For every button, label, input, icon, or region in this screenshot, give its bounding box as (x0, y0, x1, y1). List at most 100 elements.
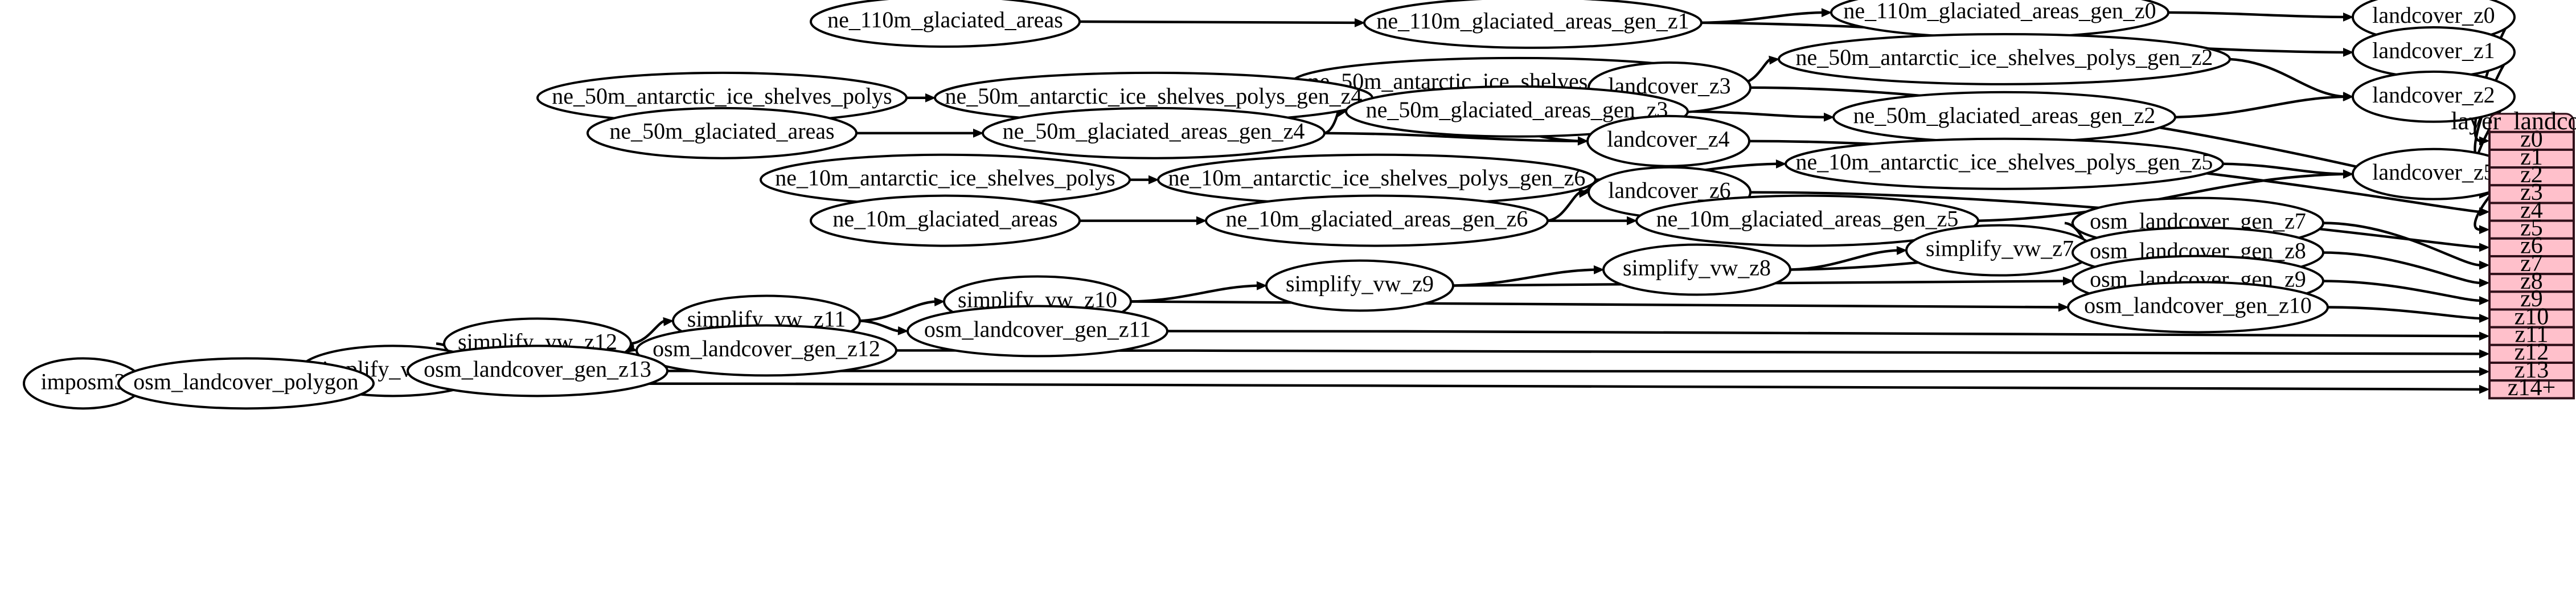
node-ellipse (1602, 243, 1791, 296)
graph-edge (2323, 222, 2481, 266)
graph-node-ne_10m_glaciated_areas_gen_z5[interactable]: ne_10m_glaciated_areas_gen_z5 (1635, 194, 1979, 247)
graph-node-simplify_vw_z9[interactable]: simplify_vw_z9 (1265, 259, 1454, 312)
edge-arrowhead (663, 317, 674, 326)
graph-node-ne_50m_glaciated_areas_gen_z2[interactable]: ne_50m_glaciated_areas_gen_z2 (1832, 91, 2176, 143)
node-ellipse (1635, 194, 1979, 247)
graph-node-osm_landcover_gen_z12[interactable]: osm_landcover_gen_z12 (635, 324, 897, 377)
graph-node-osm_landcover_polygon[interactable]: osm_landcover_polygon (117, 357, 375, 410)
table-row[interactable] (2488, 219, 2575, 240)
table-row[interactable] (2488, 202, 2575, 222)
node-ellipse (635, 324, 897, 377)
node-label: ne_50m_glaciated_areas_gen_z2 (1853, 102, 2156, 128)
table-row[interactable] (2488, 290, 2575, 311)
node-label: ne_50m_antarctic_ice_shelves_polys (552, 83, 892, 109)
graph-node-ne_50m_glaciated_areas_gen_z3[interactable]: ne_50m_glaciated_areas_gen_z3 (1345, 85, 1689, 138)
graph-node-landcover_z1[interactable]: landcover_z1 (2352, 26, 2516, 79)
graph-node-landcover_z5[interactable]: landcover_z5 (2352, 147, 2516, 200)
edge-arrowhead (2343, 47, 2354, 57)
graph-node-simplify_vw_z8[interactable]: simplify_vw_z8 (1602, 243, 1791, 296)
graph-edge (2229, 58, 2345, 99)
table-row[interactable] (2488, 148, 2575, 169)
node-label: landcover_z0 (2372, 2, 2495, 28)
graph-edge (1130, 284, 1259, 303)
table-row-label: z2 (2520, 162, 2543, 188)
graph-edge (1453, 268, 1596, 287)
node-ellipse (906, 305, 1168, 358)
edge-arrowhead (934, 297, 945, 306)
node-label: ne_50m_glaciated_areas_gen_z3 (1366, 97, 1668, 122)
node-ellipse (1586, 114, 1750, 167)
graph-node-ne_10m_antarctic_ice_shelves_polys[interactable]: ne_10m_antarctic_ice_shelves_polys (760, 153, 1131, 206)
graph-edge (859, 319, 900, 333)
graph-node-ne_50m_antarctic_ice_shelves_polys[interactable]: ne_50m_antarctic_ice_shelves_polys (536, 71, 908, 124)
graph-node-ne_10m_antarctic_ice_shelves_polys_gen_z6[interactable]: ne_10m_antarctic_ice_shelves_polys_gen_z… (1157, 153, 1597, 206)
graph-edge (373, 382, 2481, 391)
table-row[interactable] (2488, 343, 2575, 364)
graph-edge (859, 300, 937, 322)
table-row[interactable] (2488, 308, 2575, 329)
table-row-label: z14+ (2508, 375, 2556, 401)
graph-node-ne_50m_glaciated_areas_gen_z4[interactable]: ne_50m_glaciated_areas_gen_z4 (982, 106, 1326, 159)
node-ellipse (1778, 32, 2231, 85)
node-label: ne_10m_glaciated_areas_gen_z5 (1656, 206, 1959, 232)
node-label: ne_110m_glaciated_areas (827, 7, 1063, 32)
edge-arrowhead (973, 128, 984, 138)
graph-node-ne_110m_glaciated_areas_gen_z1[interactable]: ne_110m_glaciated_areas_gen_z1 (1363, 0, 1703, 49)
graph-node-landcover_z4[interactable]: landcover_z4 (1586, 114, 1750, 167)
graph-edge (1324, 111, 1340, 134)
table-row-label: z9 (2520, 286, 2543, 312)
graph-node-ne_10m_glaciated_areas[interactable]: ne_10m_glaciated_areas (810, 194, 1081, 247)
table-row-label: z13 (2515, 357, 2549, 383)
graph-node-osm_landcover_gen_z13[interactable]: osm_landcover_gen_z13 (407, 345, 668, 397)
table-row[interactable] (2488, 237, 2575, 257)
node-ellipse (1265, 259, 1454, 312)
table-row-label: z8 (2520, 268, 2543, 294)
graph-node-ne_50m_antarctic_ice_shelves_polys_gen_z4[interactable]: ne_50m_antarctic_ice_shelves_polys_gen_z… (934, 71, 1373, 124)
graph-edge (1547, 191, 1581, 222)
node-label: ne_10m_antarctic_ice_shelves_polys_gen_z… (1168, 165, 1586, 191)
table-row-label: z0 (2520, 126, 2543, 153)
table-row[interactable] (2488, 130, 2575, 151)
edge-arrowhead (1593, 265, 1605, 274)
node-label: osm_landcover_gen_z11 (924, 316, 1151, 342)
node-label: ne_110m_glaciated_areas_gen_z0 (1843, 0, 2156, 23)
graph-edge (1978, 173, 2345, 222)
node-label: imposm3 (41, 368, 126, 394)
node-ellipse (810, 0, 1081, 48)
edge-arrowhead (2479, 296, 2490, 305)
graph-node-landcover_z2[interactable]: landcover_z2 (2352, 70, 2516, 123)
edge-arrowhead (2343, 13, 2354, 22)
node-label: ne_50m_glaciated_areas_gen_z4 (1003, 118, 1305, 144)
graph-edge (2327, 306, 2481, 320)
graph-node-ne_10m_glaciated_areas_gen_z6[interactable]: ne_10m_glaciated_areas_gen_z6 (1205, 194, 1549, 247)
graph-node-imposm3[interactable]: imposm3 (23, 357, 143, 410)
table-row[interactable] (2488, 379, 2575, 400)
table-row[interactable] (2488, 255, 2575, 276)
graph-node-ne_50m_glaciated_areas[interactable]: ne_50m_glaciated_areas (586, 106, 858, 159)
node-label: osm_landcover_gen_z10 (2084, 292, 2312, 318)
graph-node-osm_landcover_gen_z10[interactable]: osm_landcover_gen_z10 (2067, 281, 2329, 334)
node-label: landcover_z1 (2372, 38, 2495, 63)
node-ellipse (586, 106, 858, 159)
graph-node-ne_10m_antarctic_ice_shelves_polys_gen_z5[interactable]: ne_10m_antarctic_ice_shelves_polys_gen_z… (1785, 137, 2224, 190)
edge-arrowhead (1775, 159, 1787, 169)
graph-edge (630, 319, 666, 345)
graph-node-osm_landcover_gen_z11[interactable]: osm_landcover_gen_z11 (906, 305, 1168, 358)
edge-arrowhead (1148, 175, 1159, 184)
graph-node-ne_50m_antarctic_ice_shelves_polys_gen_z2[interactable]: ne_50m_antarctic_ice_shelves_polys_gen_z… (1778, 32, 2231, 85)
graph-node-ne_110m_glaciated_areas_gen_z0[interactable]: ne_110m_glaciated_areas_gen_z0 (1830, 0, 2169, 39)
graph-edge (896, 349, 2481, 355)
table-row[interactable] (2488, 184, 2575, 204)
table-row[interactable] (2488, 362, 2575, 382)
table-row[interactable] (2488, 273, 2575, 293)
graph-edge (2323, 280, 2481, 302)
node-label: simplify_vw_z7 (1926, 236, 2074, 261)
node-label: ne_50m_glaciated_areas (609, 118, 834, 144)
graph-node-ne_110m_glaciated_areas[interactable]: ne_110m_glaciated_areas (810, 0, 1081, 48)
node-label: landcover_z2 (2372, 82, 2495, 108)
edge-arrowhead (925, 93, 936, 102)
table-row-label: z10 (2515, 304, 2549, 330)
table-row-label: z4 (2520, 197, 2543, 223)
graph-node-simplify_vw_z7[interactable]: simplify_vw_z7 (1905, 224, 2094, 277)
table-row-label: z3 (2520, 179, 2543, 206)
